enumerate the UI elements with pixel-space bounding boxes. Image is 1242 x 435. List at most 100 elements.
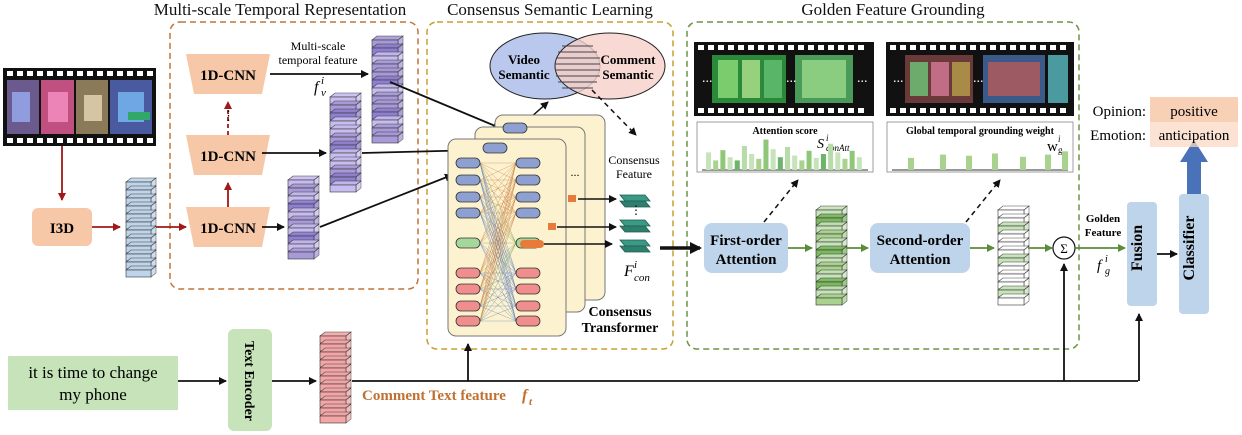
svg-text:i: i	[634, 259, 637, 271]
transformer-node	[455, 267, 481, 279]
svg-text:con: con	[634, 272, 650, 284]
transformer-node	[515, 191, 541, 203]
temporal-section-frame	[169, 21, 419, 290]
multiscale-feature-label-line2: temporal feature	[279, 53, 358, 67]
bar	[713, 160, 719, 170]
feature-tile	[125, 269, 152, 278]
second-order-feature-stack	[997, 205, 1030, 306]
transformer-node	[455, 315, 481, 327]
scale-feature-stack-3	[371, 35, 404, 144]
bar	[856, 157, 862, 170]
grounding-section-frame	[686, 21, 1080, 350]
bar	[706, 152, 712, 170]
first-order-feature-stack	[815, 205, 848, 306]
golden-feature-label-line1: Golden	[1086, 213, 1120, 225]
bar	[992, 153, 998, 170]
bar	[835, 152, 841, 170]
transformer-node	[515, 174, 541, 186]
grounding-filmstrip: ... ...	[886, 42, 1074, 116]
arrow-scale3-to-transformer	[389, 81, 501, 129]
comment-semantic-label-line2: Semantic	[602, 67, 654, 82]
math-s-att: S i conAtt	[817, 133, 850, 153]
bar	[720, 150, 726, 170]
i3d-feature-stack	[125, 177, 157, 278]
emotion-label: Emotion:	[1090, 128, 1146, 144]
transformer-label-line1: Consensus	[588, 305, 652, 320]
transformer-node	[515, 300, 541, 312]
temporal-section-title: Multi-scale Temporal Representation	[154, 0, 407, 19]
feature-tile	[997, 297, 1025, 306]
feature-tile	[815, 297, 843, 306]
bar	[849, 150, 855, 170]
input-video-filmstrip	[3, 68, 156, 146]
transformer-label-line2: Transformer	[582, 321, 659, 336]
text-encoder-block	[228, 329, 272, 431]
bar	[813, 157, 819, 170]
bar	[770, 149, 776, 170]
transformer-node	[515, 315, 541, 327]
comment-text-feature-label: Comment Text feature	[362, 388, 506, 404]
bar	[756, 158, 762, 170]
bar	[908, 157, 914, 170]
comment-text-line1: it is time to change	[28, 363, 157, 382]
cnn-block-3-label: 1D-CNN	[200, 68, 256, 84]
scale-feature-stack-2	[329, 92, 362, 193]
math-f-v: f i v	[314, 75, 326, 99]
attention-score-label: Attention score	[752, 126, 818, 137]
consensus-vertical-ellipsis: ⋮	[630, 203, 642, 217]
bar	[734, 160, 740, 170]
second-attention-label-line2: Attention	[890, 252, 951, 268]
consensus-feature-label-line2: Feature	[616, 167, 652, 181]
math-f-t: f t	[522, 387, 533, 408]
cnn-block-2	[186, 135, 270, 175]
text-feature-stack	[319, 331, 352, 424]
grounding-section-title: Golden Feature Grounding	[801, 0, 985, 19]
bar	[820, 154, 826, 170]
golden-feature-label-line2: Feature	[1085, 227, 1122, 239]
fusion-label: Fusion	[1129, 225, 1146, 271]
cnn-block-2-label: 1D-CNN	[200, 149, 256, 165]
bar	[1062, 151, 1068, 170]
comment-text-line2: my phone	[59, 385, 127, 404]
bar	[749, 154, 755, 170]
text-encoder-label-line1: Text Encoder	[241, 341, 256, 421]
bar	[727, 157, 733, 170]
attention-strip-ellipsis-mid: ...	[786, 71, 797, 86]
bar	[966, 155, 972, 170]
second-attention-block	[870, 223, 970, 273]
transformer-node	[455, 237, 481, 249]
math-f-g: f i g	[1097, 254, 1110, 277]
cnn-block-1	[186, 207, 270, 247]
transformer-node	[515, 283, 541, 295]
svg-text:t: t	[529, 396, 533, 408]
arrow-venn-to-consensus-feature	[591, 89, 637, 136]
bar	[741, 146, 747, 170]
svg-text:f: f	[1097, 258, 1103, 274]
bar	[777, 157, 783, 170]
attention-score-bars	[706, 139, 862, 170]
bar	[1020, 156, 1026, 170]
transformer-node	[455, 207, 481, 219]
opinion-value-box	[1150, 97, 1238, 122]
first-attention-block	[704, 223, 788, 273]
bar	[792, 155, 798, 170]
bar	[785, 146, 791, 170]
arrow-second-attention-to-weight	[965, 179, 1001, 223]
consensus-feature-tiles	[619, 194, 651, 253]
video-semantic-label-line1: Video	[508, 52, 540, 67]
transformer-ellipsis: ...	[571, 165, 580, 179]
global-weight-bars	[908, 151, 1068, 170]
transformer-node	[455, 191, 481, 203]
transformer-connections	[479, 162, 517, 322]
svg-text:v: v	[321, 87, 326, 99]
classifier-label: Classifier	[1181, 216, 1198, 281]
bar	[799, 160, 805, 170]
scale-feature-stack-1	[287, 175, 320, 260]
i3d-label: I3D	[50, 221, 74, 237]
second-attention-label-line1: Second-order	[877, 233, 964, 249]
feature-tile	[329, 184, 357, 193]
svg-text:f: f	[522, 387, 529, 404]
transformer-node	[455, 300, 481, 312]
i3d-block	[32, 208, 92, 246]
